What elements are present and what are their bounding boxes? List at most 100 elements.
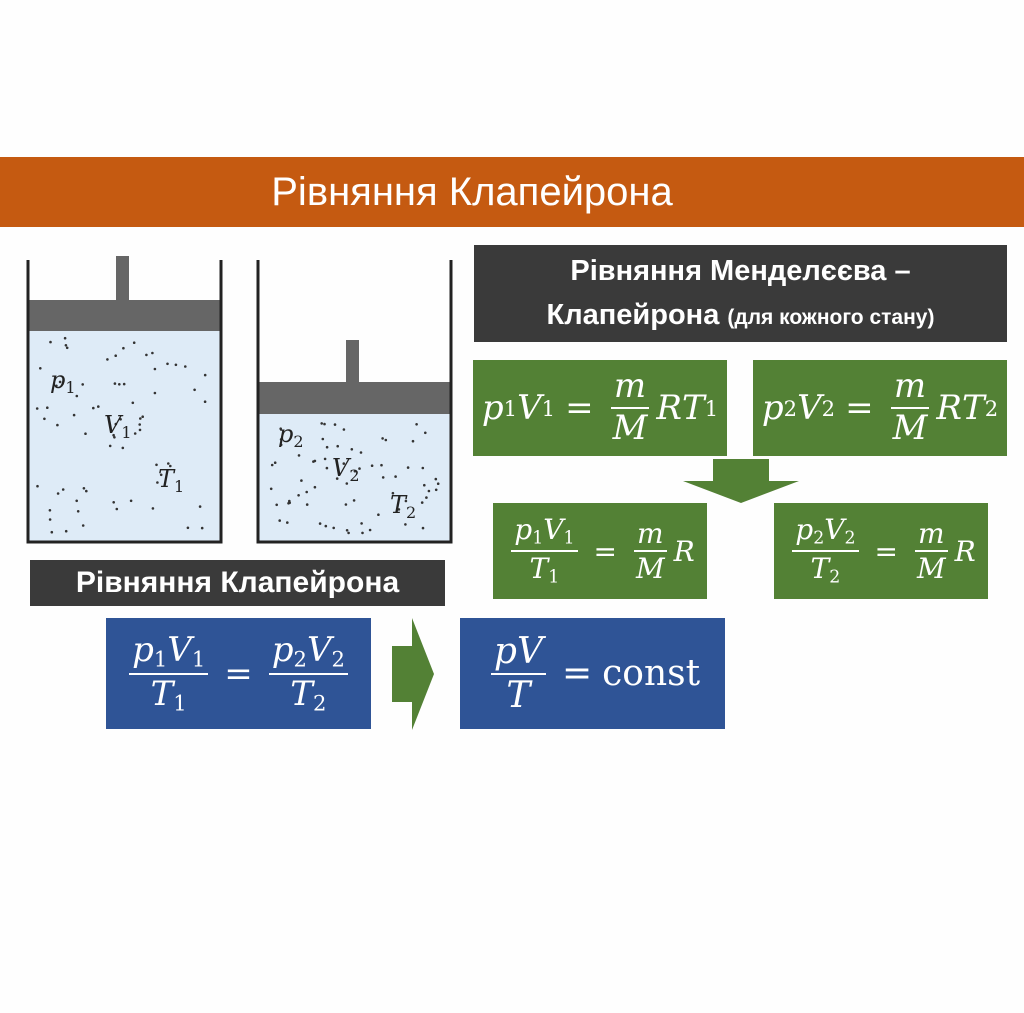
gas-particle bbox=[141, 415, 144, 418]
mendeleev-label-name: Клапейрона bbox=[546, 299, 720, 331]
gas-particle bbox=[64, 529, 68, 533]
gas-particle bbox=[342, 462, 346, 465]
title-banner: Рівняння Клапейрона bbox=[0, 157, 1024, 227]
gas-particle bbox=[106, 358, 109, 361]
gas-particle bbox=[151, 507, 155, 510]
gas-particle bbox=[275, 503, 279, 507]
gas-particle bbox=[138, 423, 141, 426]
mendeleev-label-line1: Рівняння Менделєєва – bbox=[570, 255, 911, 287]
cylinder-1 bbox=[26, 256, 223, 544]
gas-particle bbox=[345, 482, 349, 485]
gas-particle bbox=[300, 479, 303, 482]
gas-particle bbox=[112, 501, 115, 504]
gas-particle bbox=[421, 526, 425, 530]
gas-particle bbox=[85, 489, 88, 493]
mendeleev-clapeyron-label: Рівняння Менделєєва – Клапейрона (для ко… bbox=[474, 245, 1007, 342]
gas-particle bbox=[198, 505, 202, 508]
gas-particle bbox=[129, 499, 133, 503]
gas-particle bbox=[76, 510, 80, 513]
gas-volume-2 bbox=[258, 413, 451, 542]
gas-particle bbox=[345, 529, 349, 532]
gas-particle bbox=[305, 503, 309, 506]
cyl1-temperature-label: T1 bbox=[158, 465, 184, 496]
gas-particle bbox=[347, 531, 350, 535]
gas-particle bbox=[193, 388, 196, 392]
gas-particle bbox=[335, 477, 339, 480]
right-arrow bbox=[392, 618, 434, 730]
gas-particle bbox=[313, 459, 317, 463]
gas-particle bbox=[323, 457, 327, 461]
gas-particle bbox=[56, 423, 59, 427]
gas-particle bbox=[404, 499, 408, 503]
gas-particle bbox=[122, 382, 126, 386]
gas-particle bbox=[269, 487, 273, 491]
gas-particle bbox=[138, 428, 142, 432]
gas-particle bbox=[332, 526, 336, 530]
gas-particle bbox=[361, 531, 364, 535]
piston-rod-2 bbox=[346, 340, 359, 383]
gas-particle bbox=[286, 521, 289, 524]
gas-particle bbox=[61, 488, 65, 491]
gas-particle bbox=[58, 380, 62, 384]
clapeyron-label: Рівняння Клапейрона bbox=[30, 560, 445, 606]
gas-particle bbox=[297, 454, 301, 457]
gas-particle bbox=[321, 437, 325, 441]
gas-particle bbox=[133, 432, 137, 435]
gas-particle bbox=[50, 530, 54, 534]
gas-particle bbox=[360, 522, 363, 525]
gas-particle bbox=[92, 406, 95, 410]
gas-particle bbox=[132, 341, 136, 344]
piston-rod-1 bbox=[116, 256, 129, 301]
gas-particle bbox=[82, 487, 86, 490]
mendeleev-label-line2: Клапейрона (для кожного стану) bbox=[474, 293, 1007, 340]
gas-particle bbox=[75, 394, 79, 398]
gas-particle bbox=[186, 526, 190, 530]
gas-particle bbox=[114, 354, 117, 357]
gas-particle bbox=[420, 501, 424, 504]
gas-particle bbox=[336, 444, 340, 448]
cylinder-wall-2 bbox=[256, 260, 453, 544]
gas-particle bbox=[121, 446, 125, 450]
gas-particle bbox=[145, 353, 148, 357]
gas-particle bbox=[36, 484, 39, 488]
gas-volume-1 bbox=[28, 330, 221, 542]
gas-particle bbox=[65, 346, 69, 350]
gas-particle bbox=[279, 443, 283, 447]
gas-particle bbox=[113, 382, 117, 385]
gas-particle bbox=[404, 523, 407, 526]
gas-particle bbox=[423, 483, 426, 487]
gas-particle bbox=[394, 475, 397, 478]
gas-particle bbox=[325, 466, 329, 470]
gas-particle bbox=[434, 477, 438, 481]
gas-particle bbox=[49, 340, 52, 344]
gas-particle bbox=[200, 526, 204, 530]
gas-particle bbox=[397, 508, 401, 511]
gas-particle bbox=[97, 405, 100, 408]
cyl1-volume-label: V1 bbox=[104, 411, 132, 442]
gas-particle bbox=[46, 406, 49, 409]
gas-particle bbox=[155, 463, 158, 467]
cylinder-wall-1 bbox=[26, 260, 223, 544]
gas-particle bbox=[313, 485, 317, 489]
gas-particle bbox=[122, 346, 125, 350]
gas-particle bbox=[278, 519, 282, 522]
gas-particle bbox=[406, 466, 410, 469]
gas-particle bbox=[425, 496, 428, 499]
gas-particle bbox=[75, 499, 78, 503]
gas-particle bbox=[324, 524, 328, 528]
gas-particle bbox=[359, 451, 363, 454]
gas-particle bbox=[350, 448, 354, 451]
gas-particle bbox=[297, 494, 300, 497]
gas-particle bbox=[118, 383, 121, 386]
gas-particle bbox=[381, 476, 385, 479]
gas-particle bbox=[318, 522, 322, 525]
gas-particle bbox=[421, 466, 425, 470]
gas-particle bbox=[84, 432, 87, 435]
gas-particle bbox=[380, 463, 383, 467]
gas-particle bbox=[184, 365, 187, 368]
gas-particle bbox=[119, 418, 122, 421]
gas-particle bbox=[151, 351, 154, 355]
